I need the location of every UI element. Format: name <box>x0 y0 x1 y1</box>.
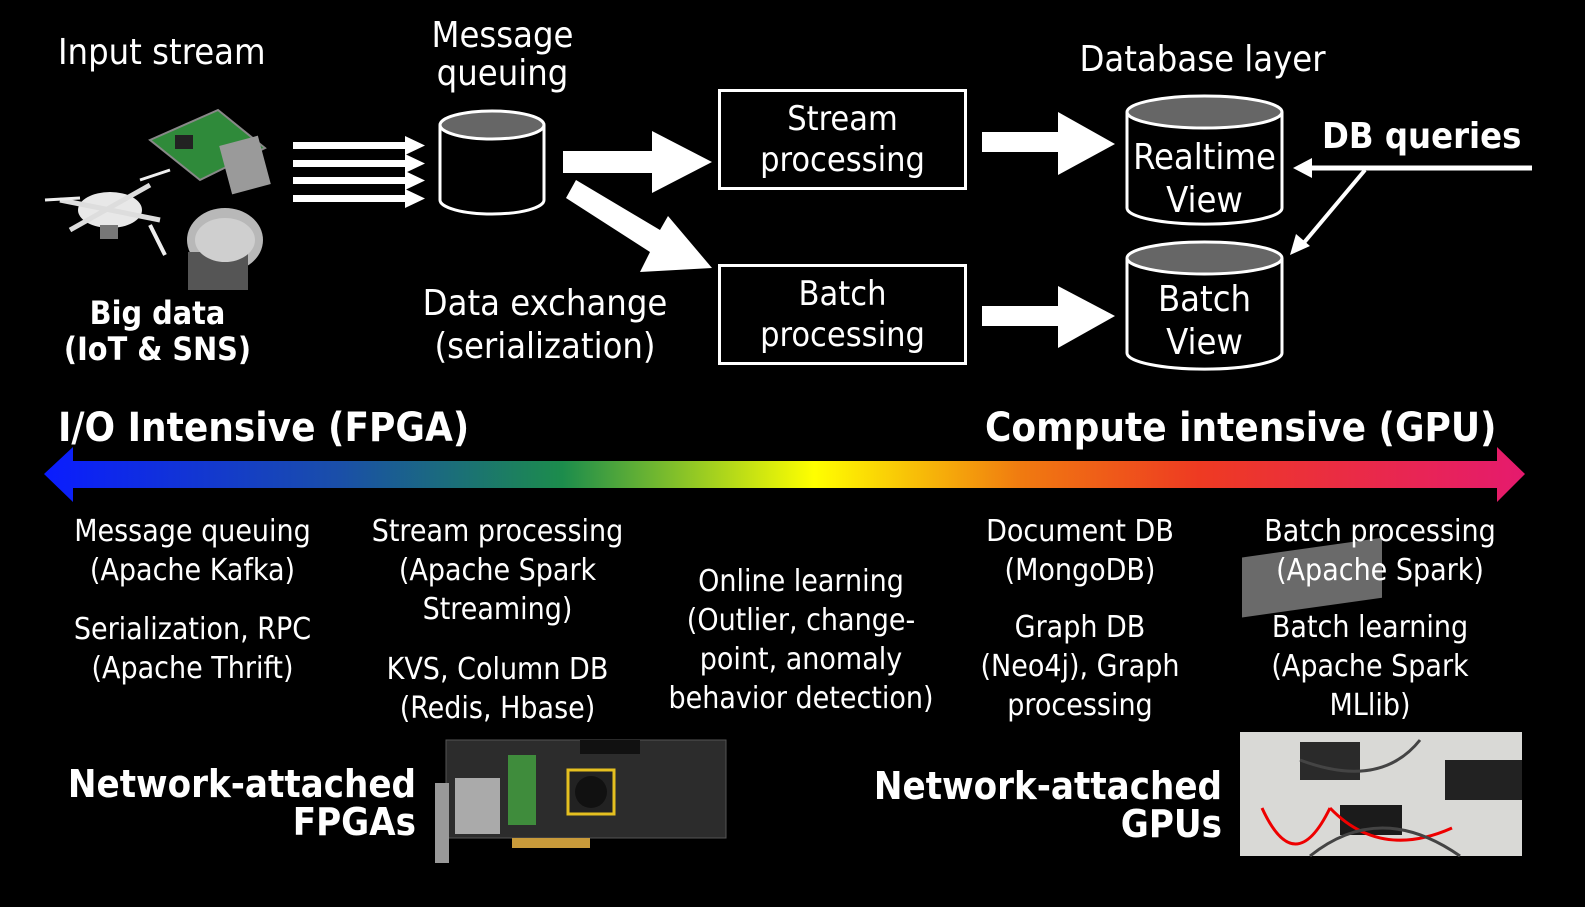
big-data-line-2: (IoT & SNS) <box>63 329 252 368</box>
database-layer-label: Database layer <box>1079 39 1326 80</box>
workload-document-db: Document DB (MongoDB) <box>955 512 1205 590</box>
workload-text: KVS, Column DB <box>386 652 609 687</box>
workload-serialization-rpc: Serialization, RPC (Apache Thrift) <box>50 610 335 688</box>
workload-message-queuing: Message queuing (Apache Kafka) <box>50 512 335 590</box>
workload-text: (Apache Spark <box>398 553 597 588</box>
workload-text: point, anomaly <box>699 642 903 677</box>
workload-text: Message queuing <box>74 514 311 549</box>
arrow-to-realtime-view <box>982 112 1115 175</box>
gpu-setup-photo <box>1240 537 1522 858</box>
batch-view-label: Batch View <box>1122 278 1287 364</box>
workload-text: Document DB <box>986 514 1174 549</box>
fpga-label-line-2: FPGAs <box>292 800 416 844</box>
data-exchange-line-1: Data exchange <box>422 283 668 324</box>
message-queuing-line-2: queuing <box>436 53 569 95</box>
batch-view-cylinder <box>1125 240 1284 371</box>
iot-devices-illustration <box>44 108 271 290</box>
workload-text: Graph DB <box>1014 610 1146 645</box>
arrow-to-batch-processing <box>566 180 712 272</box>
workload-text: Batch processing <box>1264 514 1496 549</box>
fpga-label-line-1: Network-attached <box>67 762 416 806</box>
realtime-view-line-1: Realtime <box>1133 137 1276 178</box>
fpga-hardware-label: Network-attached FPGAs <box>40 765 416 841</box>
workload-text: Serialization, RPC <box>73 612 312 647</box>
input-arrows <box>293 136 425 208</box>
realtime-view-line-2: View <box>1166 180 1243 222</box>
workload-text: (Apache Kafka) <box>89 553 296 588</box>
workload-online-learning: Online learning (Outlier, change- point,… <box>642 562 960 718</box>
workload-text: MLlib) <box>1329 688 1411 723</box>
workload-text: (Apache Thrift) <box>91 651 294 686</box>
workload-text: (MongoDB) <box>1004 553 1156 588</box>
batch-view-line-1: Batch <box>1157 279 1252 320</box>
data-exchange-label: Data exchange (serialization) <box>400 282 690 368</box>
big-data-label: Big data (IoT & SNS) <box>50 294 265 368</box>
message-queue-cylinder <box>438 109 546 216</box>
stream-processing-line-1: Stream <box>787 98 898 139</box>
workload-graph-db: Graph DB (Neo4j), Graph processing <box>955 608 1205 725</box>
spectrum-arrow <box>44 447 1525 502</box>
workload-text: Streaming) <box>422 592 573 627</box>
workload-text: (Apache Spark <box>1271 649 1469 684</box>
db-queries-label: DB queries <box>1322 116 1522 157</box>
gpu-label-line-1: Network-attached <box>873 764 1222 808</box>
big-data-line-1: Big data <box>89 294 226 332</box>
message-queuing-line-1: Message <box>431 15 574 56</box>
arrow-to-stream-processing <box>563 131 712 193</box>
workload-stream-processing: Stream processing (Apache Spark Streamin… <box>345 512 650 629</box>
batch-processing-line-2: processing <box>760 314 925 355</box>
data-exchange-line-2: (serialization) <box>434 326 656 368</box>
workload-text: (Redis, Hbase) <box>399 691 596 726</box>
io-intensive-label: I/O Intensive (FPGA) <box>58 405 470 451</box>
realtime-view-cylinder <box>1125 94 1284 226</box>
workload-text: (Neo4j), Graph <box>980 649 1180 684</box>
stream-processing-line-2: processing <box>760 139 925 180</box>
db-query-arrows <box>1290 158 1532 255</box>
workload-text: (Outlier, change- <box>686 603 916 638</box>
batch-processing-line-1: Batch <box>798 273 887 314</box>
batch-processing-box: Batch processing <box>718 264 967 365</box>
stream-processing-box: Stream processing <box>718 89 967 190</box>
workload-batch-processing: Batch processing (Apache Spark) <box>1235 512 1525 590</box>
arrow-to-batch-view <box>982 286 1115 348</box>
workload-text: behavior detection) <box>668 681 934 716</box>
drone-icon <box>44 168 171 256</box>
workload-text: Batch learning <box>1271 610 1469 645</box>
input-stream-label: Input stream <box>58 32 266 73</box>
workload-text: (Apache Spark) <box>1276 553 1484 588</box>
realtime-view-label: Realtime View <box>1122 136 1287 222</box>
message-queuing-label: Message queuing <box>410 15 595 95</box>
fpga-board-photo <box>435 739 727 863</box>
workload-text: Stream processing <box>371 514 624 549</box>
workload-text: Online learning <box>698 564 904 599</box>
robot-icon <box>187 208 263 290</box>
gpu-label-line-2: GPUs <box>1120 802 1222 846</box>
workload-batch-learning: Batch learning (Apache Spark MLlib) <box>1225 608 1515 725</box>
gpu-hardware-label: Network-attached GPUs <box>840 767 1222 843</box>
batch-view-line-2: View <box>1166 322 1243 364</box>
workload-text: processing <box>1007 688 1153 723</box>
compute-intensive-label: Compute intensive (GPU) <box>985 405 1497 451</box>
workload-kvs-column-db: KVS, Column DB (Redis, Hbase) <box>345 650 650 728</box>
raspberry-pi-board <box>148 108 271 195</box>
